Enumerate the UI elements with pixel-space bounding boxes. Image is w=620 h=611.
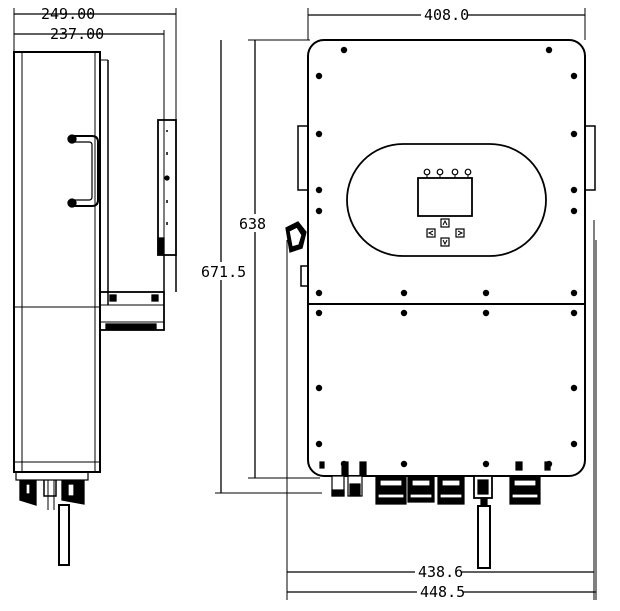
- bottom-connectors: [319, 461, 551, 569]
- dim-label-front-total-height: 671.5: [201, 263, 246, 281]
- right-button-icon: [455, 228, 465, 238]
- left-handle: [297, 125, 309, 191]
- side-body: [13, 51, 101, 473]
- lcd-screen: [417, 177, 473, 217]
- dim-label-bottom-inner: 438.6: [418, 563, 463, 581]
- display-bezel: [346, 143, 547, 257]
- dc-switch: [285, 221, 307, 253]
- side-handle: [67, 134, 99, 208]
- dim-label-front-width: 408.0: [424, 6, 469, 24]
- dim-label-side-inner: 237.00: [50, 25, 104, 43]
- bottom-dimensions: [286, 220, 597, 600]
- lower-bracket: [99, 291, 165, 331]
- front-view: [215, 8, 596, 494]
- front-screws: [315, 46, 578, 468]
- front-panel: [307, 39, 586, 477]
- left-button-icon: [426, 228, 436, 238]
- dim-label-side-outer: 249.00: [41, 5, 95, 23]
- wall-bracket: [157, 119, 177, 292]
- side-view: [13, 8, 177, 566]
- dim-label-front-inner-height: 638: [239, 215, 266, 233]
- down-button-icon: [440, 237, 450, 247]
- right-handle: [584, 125, 596, 191]
- dim-label-bottom-outer: 448.5: [420, 583, 465, 601]
- up-button-icon: [440, 218, 450, 228]
- side-cable-glands: [15, 471, 89, 566]
